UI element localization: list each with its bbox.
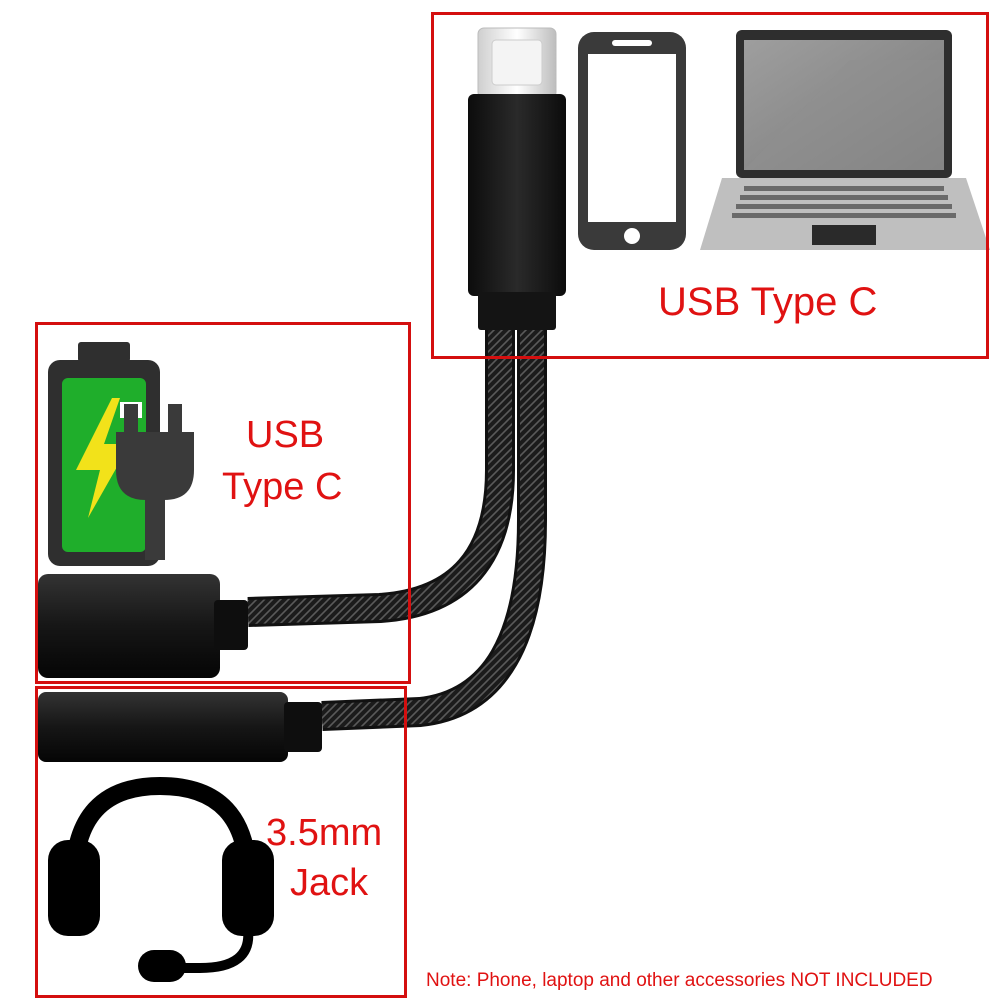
jack-label-line2: Jack	[290, 862, 369, 904]
audio-jack-frame	[35, 686, 407, 998]
disclaimer-note: Note: Phone, laptop and other accessorie…	[426, 970, 933, 991]
jack-label-line1: 3.5mm	[266, 812, 383, 854]
usb-c-plug-icon	[468, 27, 566, 330]
power-plug-icon	[116, 402, 194, 560]
charging-usb-frame	[35, 322, 411, 684]
top-usb-label: USB Type C	[658, 280, 878, 324]
laptop-icon	[700, 30, 990, 250]
headset-icon	[48, 776, 274, 982]
usb-c-female-connector	[38, 574, 248, 678]
charging-usb-label-line1: USB	[246, 414, 325, 456]
smartphone-icon	[578, 32, 686, 250]
top-usb-frame	[431, 12, 989, 359]
braided-cable	[247, 320, 547, 731]
audio-jack-connector	[38, 692, 322, 762]
charging-usb-label-line2: Type C	[222, 466, 343, 508]
